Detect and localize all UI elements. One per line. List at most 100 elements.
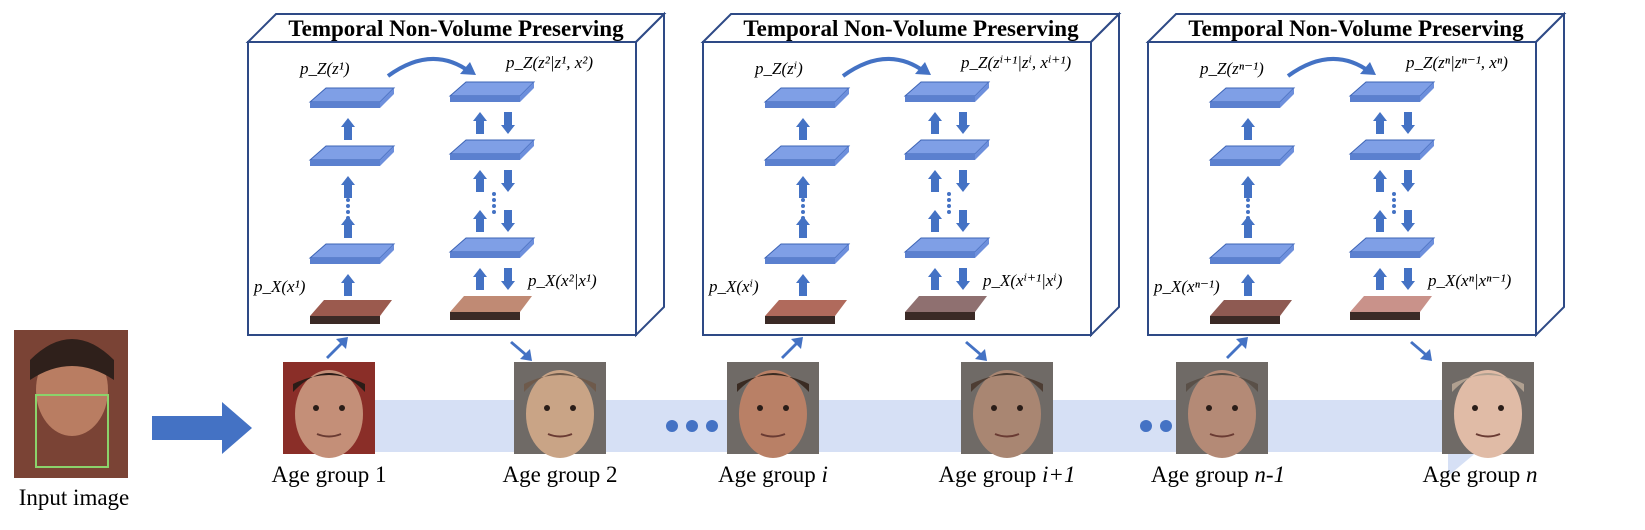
flow-layer-right-3-side [520, 238, 534, 258]
age-group-caption-prefix: Age group [272, 462, 375, 487]
flow-layer-right-1-edge [905, 96, 975, 102]
ellipsis-vertical [801, 210, 805, 214]
flow-layer-left-3-side [1280, 244, 1294, 264]
flow-layer-right-3-side [1420, 238, 1434, 258]
down-arrow [956, 170, 970, 192]
prior-right-label: p_Z(zⁿ|zⁿ⁻¹, xⁿ) [1405, 53, 1508, 72]
flow-layer-left-2-edge [1210, 160, 1280, 166]
face-hair [1452, 373, 1524, 392]
flow-layer-left-1-side [1280, 88, 1294, 108]
ellipsis-vertical [947, 204, 951, 208]
face-eye [991, 405, 997, 411]
age-group-caption: Age group n-1 [1151, 462, 1285, 487]
up-arrow [1241, 176, 1255, 198]
up-arrow [928, 112, 942, 134]
flow-layer-left-3-edge [765, 258, 835, 264]
up-arrow [473, 210, 487, 232]
tnvp-module-1: Temporal Non-Volume Preservingp_Z(z¹)p_Z… [245, 11, 667, 361]
up-arrow [341, 118, 355, 140]
input-caption: Input image [19, 485, 130, 510]
face-mouth [1475, 433, 1501, 438]
module-box-side [635, 11, 665, 338]
age-group-caption-prefix: Age group [1151, 462, 1254, 487]
face-eye [1472, 405, 1478, 411]
up-arrow [1241, 216, 1255, 238]
face-hair [293, 373, 365, 392]
module-title: Temporal Non-Volume Preserving [288, 16, 624, 41]
ellipsis-vertical [492, 192, 496, 196]
ellipsis-vertical [947, 198, 951, 202]
age-group-4: Age group i+1 [939, 362, 1075, 487]
age-group-2: Age group 2 [503, 362, 617, 487]
face-tile-right [1350, 296, 1432, 312]
up-arrow [1241, 274, 1255, 296]
face-tile-left-edge [310, 316, 380, 324]
down-arrow [1401, 268, 1415, 290]
temporal-arrow-head [1360, 62, 1376, 75]
flow-layer-right-2-edge [1350, 154, 1420, 160]
module-box-front [1147, 41, 1537, 336]
flow-layer-right-1-side [1420, 82, 1434, 102]
face-hair [524, 373, 596, 392]
flow-layer-left-3-edge [310, 258, 380, 264]
input-image [14, 330, 128, 478]
face-tile-left-edge [765, 316, 835, 324]
up-arrow [796, 216, 810, 238]
flow-layer-right-1-edge [1350, 96, 1420, 102]
ellipsis-vertical [1246, 198, 1250, 202]
flow-layer-left-1-side [835, 88, 849, 108]
up-arrow [473, 268, 487, 290]
flow-layer-left-2-side [380, 146, 394, 166]
flow-layer-left-1-edge [1210, 102, 1280, 108]
face-mouth [316, 433, 342, 438]
up-arrow [1373, 210, 1387, 232]
face-eye [1206, 405, 1212, 411]
face-eye [339, 405, 345, 411]
face-tile-right [450, 296, 532, 312]
up-arrow [796, 176, 810, 198]
flow-layer-right-2-side [520, 140, 534, 160]
connector-up-arrow [1226, 337, 1248, 359]
ellipsis-vertical [346, 204, 350, 208]
face-eye [313, 405, 319, 411]
down-arrow [956, 112, 970, 134]
flow-layer-left-3-edge [1210, 258, 1280, 264]
age-group-caption-index: 1 [375, 462, 387, 487]
age-group-caption-prefix: Age group [503, 462, 606, 487]
connector-up-arrow [781, 337, 803, 359]
data-left-label: p_X(xⁱ) [708, 277, 759, 296]
temporal-arrow-head [915, 62, 931, 75]
face-hair [1186, 373, 1258, 392]
flow-layer-right-3-edge [905, 252, 975, 258]
face-image [1454, 370, 1522, 458]
ellipsis-vertical [492, 198, 496, 202]
age-group-1: Age group 1 [272, 362, 387, 487]
down-arrow [1401, 170, 1415, 192]
down-arrow [956, 268, 970, 290]
face-tile-left-edge [1210, 316, 1280, 324]
age-group-caption-prefix: Age group [1423, 462, 1526, 487]
face-hair [737, 373, 809, 392]
face-tile-left [765, 300, 847, 316]
face-eye [544, 405, 550, 411]
ellipsis-vertical [947, 210, 951, 214]
up-arrow [473, 112, 487, 134]
flow-layer-left-3-side [380, 244, 394, 264]
prior-left-label: p_Z(zⁿ⁻¹) [1199, 59, 1264, 78]
ellipsis-vertical [1392, 210, 1396, 214]
face-tile-left [1210, 300, 1292, 316]
module-title: Temporal Non-Volume Preserving [1188, 16, 1524, 41]
connector-down-arrow [965, 341, 987, 361]
ellipsis-vertical [1392, 204, 1396, 208]
down-arrow [501, 170, 515, 192]
face-image [1188, 370, 1256, 458]
ellipsis-vertical [801, 204, 805, 208]
face-image [526, 370, 594, 458]
flow-layer-right-3-edge [450, 252, 520, 258]
flow-layer-left-2-side [1280, 146, 1294, 166]
face-image [739, 370, 807, 458]
up-arrow [928, 210, 942, 232]
face-tile-right-edge [905, 312, 975, 320]
data-right-label: p_X(xⁿ|xⁿ⁻¹) [1427, 271, 1512, 290]
age-group-3: Age group i [718, 362, 828, 487]
